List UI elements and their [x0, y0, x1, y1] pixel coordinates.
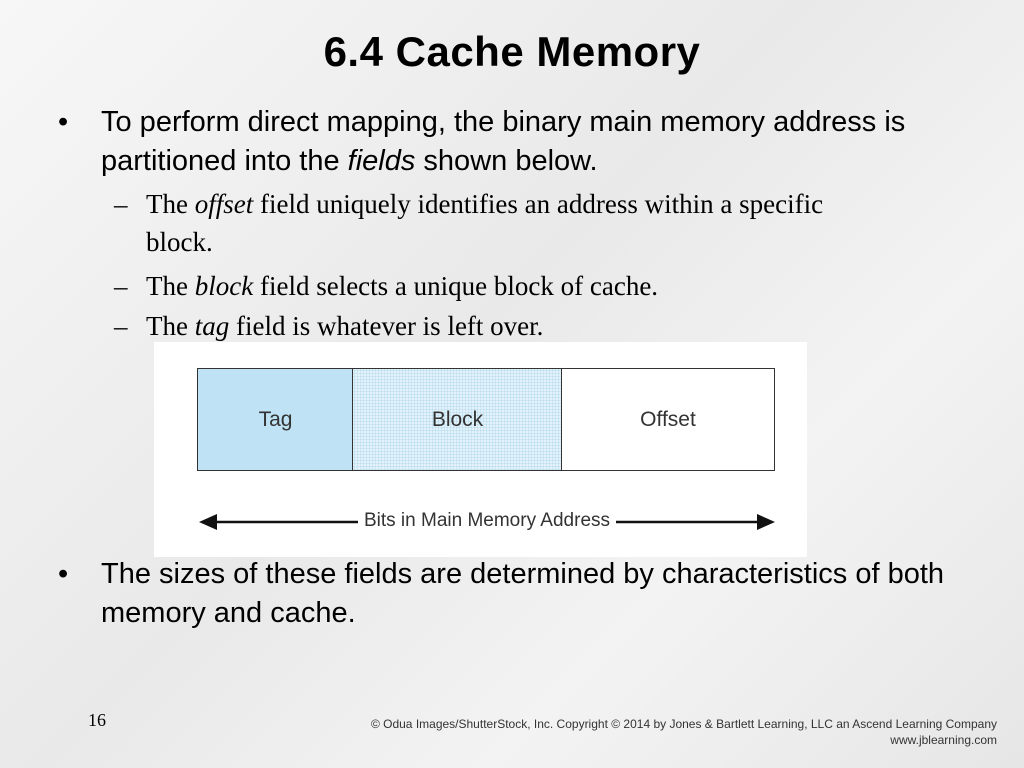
offset-field-box: Offset: [561, 368, 775, 471]
offset-field-label: Offset: [640, 407, 696, 431]
fields-emphasis: fields: [347, 145, 416, 177]
sub-bullet-offset: – The offset field uniquely identifies a…: [114, 185, 894, 261]
sub-bullet-text: The offset field uniquely identifies an …: [146, 189, 824, 257]
address-fields-diagram: Tag Block Offset Bits in Main Memory Add…: [154, 342, 807, 557]
sub-bullet-text: The tag field is whatever is left over.: [146, 311, 544, 341]
sub-bullet-tag: – The tag field is whatever is left over…: [114, 307, 894, 345]
bullet-direct-mapping: • To perform direct mapping, the binary …: [58, 103, 988, 181]
tag-field-box: Tag: [197, 368, 353, 471]
sub-bullet-block: – The block field selects a unique block…: [114, 267, 894, 305]
sub-bullet-marker: –: [114, 189, 128, 219]
copyright-line: © Odua Images/ShutterStock, Inc. Copyrig…: [370, 717, 997, 731]
block-field-label: Block: [431, 407, 484, 431]
tag-field-label: Tag: [258, 407, 293, 431]
page-number: 16: [88, 710, 106, 730]
bullet-text: To perform direct mapping, the binary ma…: [101, 106, 906, 177]
bullet-text: The sizes of these fields are determined…: [101, 558, 945, 629]
arrow-label: Bits in Main Memory Address: [357, 510, 617, 531]
block-field-box: Block: [352, 368, 562, 471]
copyright-notice: © Odua Images/ShutterStock, Inc. Copyrig…: [297, 716, 997, 748]
sub-bullet-marker: –: [114, 271, 128, 301]
bullet-field-sizes: • The sizes of these fields are determin…: [58, 555, 988, 633]
publisher-url: www.jblearning.com: [890, 733, 997, 747]
bullet-marker: •: [58, 558, 69, 590]
slide-title: 6.4 Cache Memory: [323, 28, 701, 75]
sub-bullet-marker: –: [114, 311, 128, 341]
bullet-marker: •: [58, 106, 69, 138]
address-bits-arrow: Bits in Main Memory Address: [197, 504, 777, 540]
sub-bullet-text: The block field selects a unique block o…: [146, 271, 659, 301]
